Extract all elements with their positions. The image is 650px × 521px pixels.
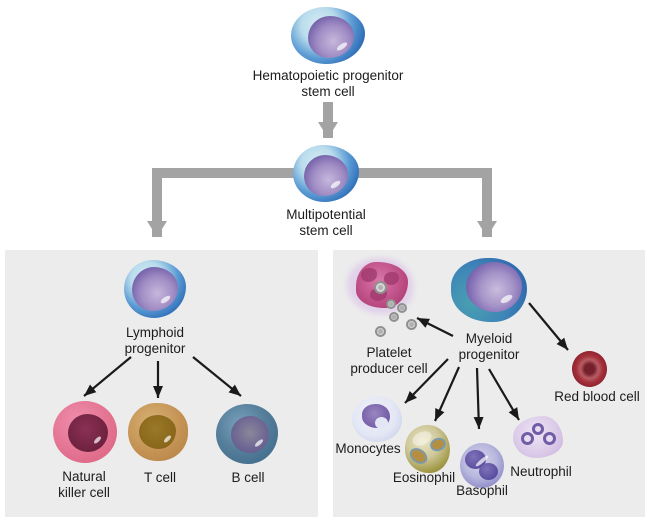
hematopoietic-stem-cell-image [291, 7, 365, 64]
multipotential-label: Multipotential stem cell [286, 207, 366, 238]
arrow-myeloid-to-monocytes [404, 358, 449, 404]
cell-nucleus [68, 414, 108, 452]
platelet [406, 319, 417, 330]
myeloid-label: Myeloid progenitor [458, 331, 520, 362]
natural-killer-label: Natural killer cell [58, 469, 110, 500]
cell-nucleus [139, 415, 176, 449]
hematopoietic-label: Hematopoietic progenitor stem cell [252, 68, 404, 99]
cell-nucleus [132, 267, 178, 311]
nucleus-lobe [406, 444, 431, 468]
cell-nucleus [308, 16, 354, 58]
arrow-myeloid-to-basophil [473, 367, 484, 430]
neutrophil-label: Neutrophil [510, 464, 572, 479]
platelet [386, 299, 396, 309]
nucleus-lobe [532, 423, 544, 435]
t-cell-image [128, 403, 188, 461]
nucleus-notch [375, 417, 388, 429]
arrow-myeloid-to-rbc [528, 302, 569, 351]
arrow-myeloid-to-neutrophil [488, 368, 520, 421]
platelet [397, 303, 407, 313]
nucleus-lobe [479, 463, 498, 480]
t-cell-label: T cell [143, 470, 177, 485]
nucleus-lobe [543, 432, 556, 445]
neutrophil-image [513, 416, 563, 458]
monocytes-image [352, 396, 402, 442]
eosinophil-image [405, 425, 450, 473]
b-cell-image [216, 404, 278, 464]
platelet [389, 312, 399, 322]
myeloid-progenitor-image [451, 258, 527, 322]
cell-nucleus [466, 262, 522, 312]
arrow-lymphoid-to-nk [83, 356, 132, 397]
monocytes-label: Monocytes [335, 441, 401, 456]
cell-nucleus [231, 416, 269, 453]
natural-killer-cell-image [53, 401, 117, 463]
arrow-myeloid-to-eosinophil [433, 366, 461, 422]
platelet-producer-label: Platelet producer cell [350, 345, 428, 376]
basophil-label: Basophil [456, 483, 508, 498]
lymphoid-label: Lymphoid progenitor [124, 325, 186, 356]
platelet [375, 326, 386, 337]
multipotential-stem-cell-image [293, 145, 359, 202]
eosinophil-label: Eosinophil [392, 470, 456, 485]
basophil-image [460, 443, 504, 488]
cell-nucleus [304, 155, 348, 196]
lymphoid-progenitor-image [124, 260, 186, 318]
platelet [374, 281, 387, 294]
b-cell-label: B cell [231, 470, 265, 485]
red-blood-cell-label: Red blood cell [554, 389, 640, 404]
arrow-lymphoid-to-bcell [192, 356, 242, 397]
nucleus-lobe [521, 432, 534, 445]
arrow-myeloid-to-platelet [416, 317, 454, 337]
